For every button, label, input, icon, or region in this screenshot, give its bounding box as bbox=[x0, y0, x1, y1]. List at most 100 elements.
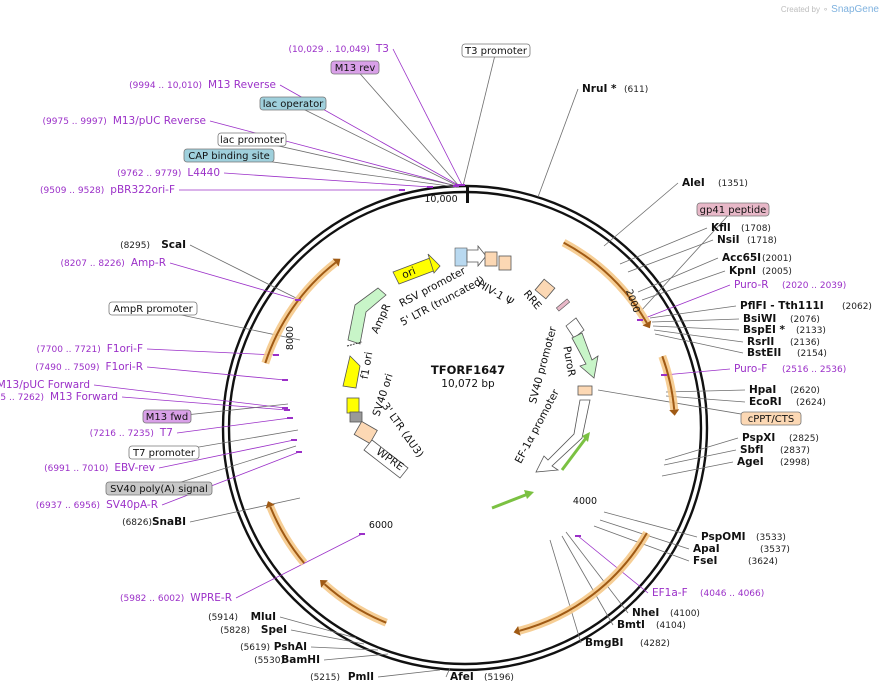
f1-ori-arrow bbox=[342, 355, 361, 389]
enzyme-leader-sbfi bbox=[663, 449, 737, 466]
enzyme-pos-fsei: (3624) bbox=[748, 557, 778, 567]
enzyme-leader-kfli bbox=[619, 227, 708, 265]
box-leader-gp41-peptide bbox=[639, 209, 734, 313]
box-label-t7-promoter: T7 promoter bbox=[132, 448, 196, 459]
enzyme-leader-spei bbox=[290, 629, 365, 645]
tick-8000: 8000 bbox=[285, 326, 296, 350]
enzyme-pos-bamhi: (5530) bbox=[254, 656, 284, 666]
callout-lines bbox=[93, 48, 772, 678]
enzyme-scai: ScaI bbox=[161, 239, 186, 251]
orf-arrow-6 bbox=[264, 261, 337, 364]
sv40-polya-block bbox=[349, 411, 363, 423]
primer-ebv-rev: EBV-rev bbox=[114, 462, 155, 474]
green-arrow-2 bbox=[491, 492, 529, 510]
enzyme-pflfi-tth111i: PflFI - Tth111I bbox=[740, 300, 824, 312]
box-label-m13-fwd: M13 fwd bbox=[146, 412, 188, 423]
ori-arrowhead bbox=[427, 253, 441, 274]
enzyme-nsii: NsiI bbox=[717, 234, 740, 246]
enzyme-leader-pspomi bbox=[603, 511, 698, 538]
primer-pos-f1ori-f: (7700 .. 7721) bbox=[37, 345, 101, 355]
credit-prefix: Created by bbox=[780, 5, 820, 14]
box-label-gp41-peptide: gp41 peptide bbox=[700, 205, 767, 216]
orf-band-4 bbox=[321, 581, 388, 627]
primer-pos-puro-f: (2516 .. 2536) bbox=[782, 365, 846, 375]
hiv-psi-block-2 bbox=[498, 255, 512, 271]
enzyme-leader-snabi bbox=[189, 497, 301, 523]
orf-arrowhead-2 bbox=[669, 409, 680, 416]
primer-m13-puc-reverse: M13/pUC Reverse bbox=[113, 115, 206, 127]
enzyme-nrui: NruI * bbox=[582, 83, 617, 95]
box-ampr-promoter bbox=[108, 301, 198, 316]
feature-ori: ori bbox=[400, 265, 417, 281]
enzyme-pos-acc65i: (2001) bbox=[762, 254, 792, 264]
box-m13-fwd bbox=[142, 409, 192, 424]
enzyme-pos-nsii: (1718) bbox=[747, 236, 777, 246]
enzyme-leader-bsteii bbox=[654, 333, 744, 354]
primer-leader-t7 bbox=[176, 417, 291, 434]
plasmid-length: 10,072 bp bbox=[441, 378, 495, 390]
box-cap-binding-site bbox=[183, 148, 275, 163]
snapgene-logo-icon: ⚬ bbox=[822, 5, 829, 14]
enzyme-pos-kfli: (1708) bbox=[741, 224, 771, 234]
plasmid-name: TFORF1647 bbox=[431, 363, 505, 377]
feature-puro: PuroR bbox=[560, 345, 577, 377]
enzyme-pos-rsrii: (2136) bbox=[790, 338, 820, 348]
enzyme-afei: AfeI bbox=[450, 671, 474, 683]
sv40-ori-block bbox=[346, 397, 360, 414]
box-leader-t3-promoter bbox=[462, 50, 497, 187]
wpre-arrow bbox=[363, 439, 409, 479]
primer-ef1a-f: EF1a-F bbox=[652, 587, 688, 599]
box-label-lac-promoter: lac promoter bbox=[220, 135, 285, 146]
box-leader-m13-rev bbox=[354, 67, 460, 187]
enzyme-leader-bamhi bbox=[323, 653, 389, 661]
box-cppt-cts bbox=[740, 411, 802, 426]
enzyme-pos-nrui: (611) bbox=[624, 85, 648, 95]
box-lac-operator bbox=[259, 96, 327, 111]
green-arrow-2-head bbox=[524, 490, 534, 499]
enzyme-pos-sbfi: (2837) bbox=[780, 446, 810, 456]
feature-ampr: AmpR bbox=[369, 302, 393, 336]
orf-arrowhead-3 bbox=[513, 626, 521, 636]
enzyme-leader-nrui bbox=[537, 88, 579, 198]
primer-m13-puc-forward: M13/pUC Forward bbox=[0, 379, 90, 391]
gp41-block bbox=[555, 298, 571, 312]
ltr3-block bbox=[353, 420, 378, 444]
enzyme-pos-bmti: (4104) bbox=[656, 621, 686, 631]
primer-pos-m13-forward: (7245 .. 7262) bbox=[0, 393, 44, 403]
orf-arrowhead-5 bbox=[265, 501, 275, 509]
primer-leader-m13-puc-reverse bbox=[209, 120, 457, 187]
enzyme-pos-hpai: (2620) bbox=[790, 386, 820, 396]
primer-f1ori-r: F1ori-R bbox=[106, 361, 143, 373]
labels: NruI *(611)AleI(1351)KflI(1708)NsiI(1718… bbox=[0, 43, 872, 683]
enzyme-pos-agei: (2998) bbox=[780, 458, 810, 468]
enzyme-pos-kpni: (2005) bbox=[762, 267, 792, 277]
primer-t7: T7 bbox=[159, 427, 173, 439]
primer-amp-r: Amp-R bbox=[131, 257, 166, 269]
orf-band-5 bbox=[266, 505, 308, 566]
box-m13-rev bbox=[330, 60, 380, 75]
primer-mark bbox=[346, 341, 363, 347]
enzyme-leader-scai bbox=[189, 244, 301, 301]
enzyme-pos-spei: (5828) bbox=[220, 626, 250, 636]
enzyme-leader-pflfi-tth111i bbox=[649, 305, 737, 319]
credit-brand: SnapGene bbox=[831, 4, 879, 15]
enzyme-apai: ApaI bbox=[693, 543, 720, 555]
box-label-ampr-promoter: AmpR promoter bbox=[113, 304, 193, 315]
box-gp41-peptide bbox=[696, 202, 770, 217]
enzyme-fsei: FseI bbox=[693, 555, 717, 567]
orf-arrowhead-4 bbox=[320, 580, 328, 588]
enzyme-snabi: SnaBI bbox=[152, 516, 186, 528]
snapgene-credit: Created by ⚬ SnapGene bbox=[781, 4, 879, 15]
enzyme-alei: AleI bbox=[682, 177, 705, 189]
primer-ticks bbox=[273, 184, 667, 537]
enzyme-pos-mlui: (5914) bbox=[208, 613, 238, 623]
enzyme-mlui: MluI bbox=[251, 611, 276, 623]
primer-pos-f1ori-r: (7490 .. 7509) bbox=[35, 363, 99, 373]
enzyme-agei: AgeI bbox=[737, 456, 764, 468]
primer-leader-m13-forward bbox=[121, 396, 288, 411]
enzyme-sbfi: SbfI bbox=[740, 444, 764, 456]
primer-pos-ebv-rev: (6991 .. 7010) bbox=[44, 464, 108, 474]
box-label-cap-binding-site: CAP binding site bbox=[188, 151, 270, 162]
enzyme-leader-acc65i bbox=[637, 257, 719, 293]
